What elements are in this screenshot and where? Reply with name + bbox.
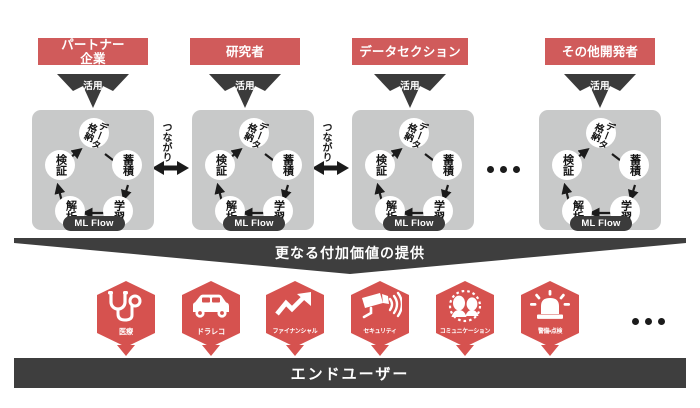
ml-flow-badge-label: ML Flow [234,218,274,229]
value-banner: 更なる付加価値の提供 [14,238,686,274]
hexagon-shape [182,281,240,347]
down-triangle-security [371,345,389,356]
down-triangle-guard-inspection [541,345,559,356]
cycle-node-accumulation-label: 蓄積 [628,154,641,176]
use-case-security-label: セキュリティ [363,328,397,335]
value-banner-label: 更なる付加価値の提供 [275,245,425,261]
down-arrow-icon [564,74,636,108]
siren-light-icon [530,290,570,319]
use-case-dashcam[interactable]: ドラレコ [182,281,240,347]
ml-flow-panel-other-developer: データ格納 蓄積 学習 解析 検証 ML Flow [539,110,661,231]
use-arrow-other-developer: 活用 [564,74,636,108]
stethoscope-icon [108,291,142,322]
use-arrow-other-developer-label: 活用 [590,81,610,92]
ml-flow-panel-researcher: データ格納 蓄積 学習 解析 検証 ML Flow [192,110,314,231]
connector-label-partner-researcher: つながり [160,122,171,162]
down-arrow-icon [374,74,446,108]
ml-flow-badge: ML Flow [383,216,445,231]
use-case-financial[interactable]: ファイナンシャル [266,281,324,347]
actor-header-other-developer[interactable]: その他開発者 [545,38,655,65]
cycle-node-accumulation[interactable]: 蓄積 [272,150,302,180]
down-triangle-financial [286,345,304,356]
ellipsis-dot [513,166,520,173]
end-user-label: エンドユーザー [290,365,410,383]
use-arrow-partner: 活用 [57,74,129,108]
cycle-node-verification[interactable]: 検証 [552,150,582,180]
use-case-dashcam-label: ドラレコ [196,327,226,336]
use-case-financial-label: ファイナンシャル [272,328,318,335]
use-arrow-data-section-label: 活用 [400,81,420,92]
actor-header-partner-text: パートナー 企業 [61,38,125,66]
cycle-node-accumulation[interactable]: 蓄積 [432,150,462,180]
connector-arrow-partner-researcher [152,161,189,175]
cycle-node-verification-label: 検証 [561,154,574,176]
actor-header-data-section[interactable]: データセクション [352,38,468,65]
down-triangle-dashcam [202,345,220,356]
actor-header-researcher-text: 研究者 [225,44,265,59]
use-arrow-researcher-label: 活用 [235,81,255,92]
cycle-node-accumulation-label: 蓄積 [281,154,294,176]
use-cases-ellipsis [632,318,665,325]
cycle-node-verification[interactable]: 検証 [45,150,75,180]
actor-header-partner-line1: パートナー [61,37,125,52]
ml-flow-panel-partner: データ格納 蓄積 学習 解析 検証 ML Flow [32,110,154,231]
cycle-node-accumulation[interactable]: 蓄積 [619,150,649,180]
cycle-node-accumulation-label: 蓄積 [121,154,134,176]
cycle-node-verification[interactable]: 検証 [205,150,235,180]
ellipsis-dot [632,318,639,325]
ml-flow-badge-label: ML Flow [74,218,114,229]
use-case-guard-inspection[interactable]: 警備・点検 [521,281,579,347]
car-icon [193,294,229,318]
actor-header-partner-line2: 企業 [80,51,106,66]
actor-header-partner[interactable]: パートナー 企業 [38,38,148,66]
use-case-medical-label: 医療 [118,327,134,336]
use-case-communication-label: コミュニケーション [439,328,491,335]
security-camera-icon [362,291,402,319]
use-case-medical[interactable]: 医療 [97,281,155,347]
cycle-node-accumulation-label: 蓄積 [441,154,454,176]
end-user-bar: エンドユーザー [14,358,686,388]
cycle-node-accumulation[interactable]: 蓄積 [112,150,142,180]
use-arrow-partner-label: 活用 [83,81,103,92]
ml-flow-panel-data-section: データ格納 蓄積 学習 解析 検証 ML Flow [352,110,474,231]
down-arrow-icon [209,74,281,108]
value-banner-shape [14,238,686,274]
down-arrow-icon [57,74,129,108]
ml-flow-badge: ML Flow [570,216,632,231]
ellipsis-dot [645,318,652,325]
cycle-node-verification-label: 検証 [374,154,387,176]
down-triangle-medical [117,345,135,356]
ml-flow-badge-label: ML Flow [394,218,434,229]
actor-header-other-developer-text: その他開発者 [561,44,639,59]
trend-up-arrow-icon [275,292,311,316]
use-case-guard-inspection-label: 警備・点検 [537,328,563,335]
two-people-icon [448,290,482,323]
ellipsis-dot [658,318,665,325]
connector-label-researcher-datasection: つながり [320,122,331,162]
actor-header-data-section-text: データセクション [359,44,461,59]
connector-arrow-researcher-datasection [312,161,349,175]
use-arrow-data-section: 活用 [374,74,446,108]
cycle-node-verification[interactable]: 検証 [365,150,395,180]
panels-ellipsis [487,166,520,173]
ellipsis-dot [500,166,507,173]
ml-flow-badge: ML Flow [63,216,125,231]
ml-flow-badge: ML Flow [223,216,285,231]
use-case-communication[interactable]: コミュニケーション [436,281,494,347]
ml-flow-badge-label: ML Flow [581,218,621,229]
cycle-node-verification-label: 検証 [214,154,227,176]
ellipsis-dot [487,166,494,173]
actor-header-researcher[interactable]: 研究者 [190,38,300,65]
use-case-security[interactable]: セキュリティ [351,281,409,347]
use-arrow-researcher: 活用 [209,74,281,108]
cycle-node-verification-label: 検証 [54,154,67,176]
down-triangle-communication [456,345,474,356]
